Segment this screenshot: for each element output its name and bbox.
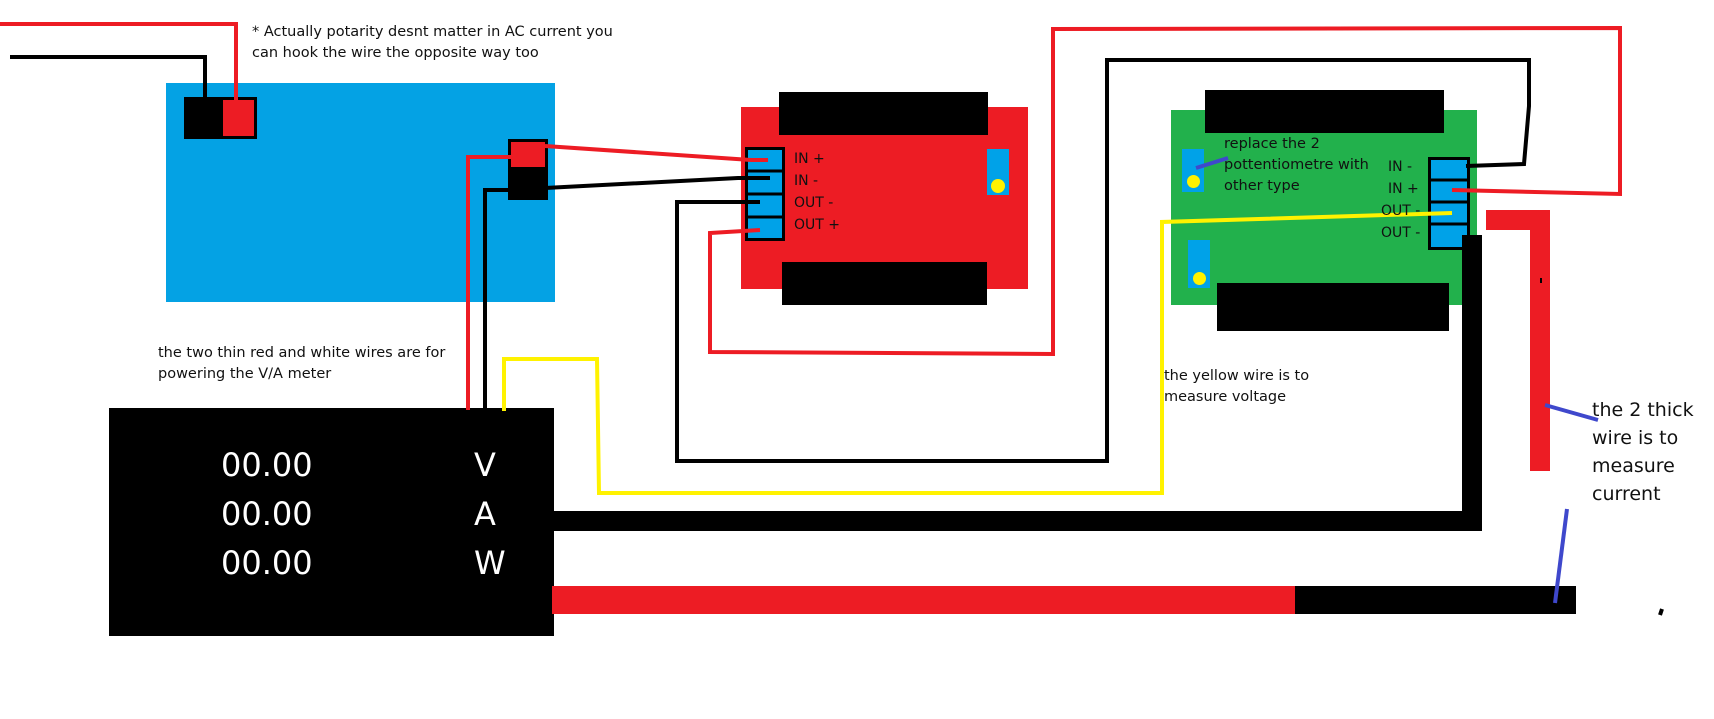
blue-module-output-black-terminal — [508, 168, 548, 200]
green-module-bottom-component — [1217, 283, 1449, 331]
green-module-pin-label: IN - — [1388, 159, 1413, 175]
red-module-pin-label: OUT + — [794, 217, 840, 233]
thick-wire-note: the 2 thick wire is to measure current — [1592, 399, 1694, 505]
supply-black-wire — [544, 176, 770, 190]
red-module-pin-label: IN + — [794, 151, 825, 167]
red-module-potentiometer-knob-icon — [991, 179, 1005, 193]
red-module-top-component — [779, 92, 988, 135]
red-module-pin-label: IN - — [794, 173, 819, 189]
green-module-pin-label: IN + — [1388, 181, 1419, 197]
supply-red-wire — [544, 144, 768, 162]
voltage-sense-yellow-wire — [502, 211, 1453, 495]
blue-module-output-red-terminal — [508, 139, 548, 170]
red-out-minus-black-wire — [675, 58, 1531, 463]
green-module-potentiometer-bottom-knob-icon — [1193, 272, 1206, 285]
red-converter-module — [741, 107, 1028, 289]
input-red-wire — [0, 22, 238, 105]
green-module-pin-label: OUT - — [1381, 203, 1421, 219]
meter-current-value: 00.00 — [221, 495, 313, 533]
thick-red-vertical-wire — [1486, 210, 1550, 471]
va-meter — [109, 408, 554, 636]
red-out-plus-red-wire — [708, 25, 1622, 357]
thick-wire-pointer-line-lower — [1553, 508, 1569, 604]
yellow-wire-note: the yellow wire is to measure voltage — [1164, 368, 1310, 405]
green-module-pin-label: OUT - — [1381, 225, 1421, 241]
potentiometer-pointer-line — [1195, 156, 1229, 170]
blue-module-red-terminal — [220, 97, 257, 139]
meter-power-unit: W — [474, 544, 506, 582]
thick-black-current-wire — [554, 235, 1482, 531]
polarity-note: * Actually potarity desnt matter in AC c… — [252, 24, 613, 61]
potentiometer-note: replace the 2 pottentiometre with other … — [1224, 136, 1369, 194]
thick-wire-pointer-line — [1544, 403, 1599, 422]
meter-power-black-wire — [483, 188, 512, 410]
meter-current-unit: A — [474, 495, 496, 533]
meter-voltage-unit: V — [474, 446, 496, 484]
red-module-bottom-component — [782, 262, 987, 305]
meter-voltage-value: 00.00 — [221, 446, 313, 484]
green-converter-module — [1171, 110, 1477, 305]
thin-wires-note: the two thin red and white wires are for… — [158, 345, 446, 382]
green-module-potentiometer-top-knob-icon — [1187, 175, 1200, 188]
input-black-wire — [10, 55, 207, 104]
red-module-pin-label: OUT - — [794, 195, 834, 211]
meter-power-red-wire — [466, 155, 512, 410]
green-module-top-component — [1205, 90, 1444, 133]
meter-power-value: 00.00 — [221, 544, 313, 582]
